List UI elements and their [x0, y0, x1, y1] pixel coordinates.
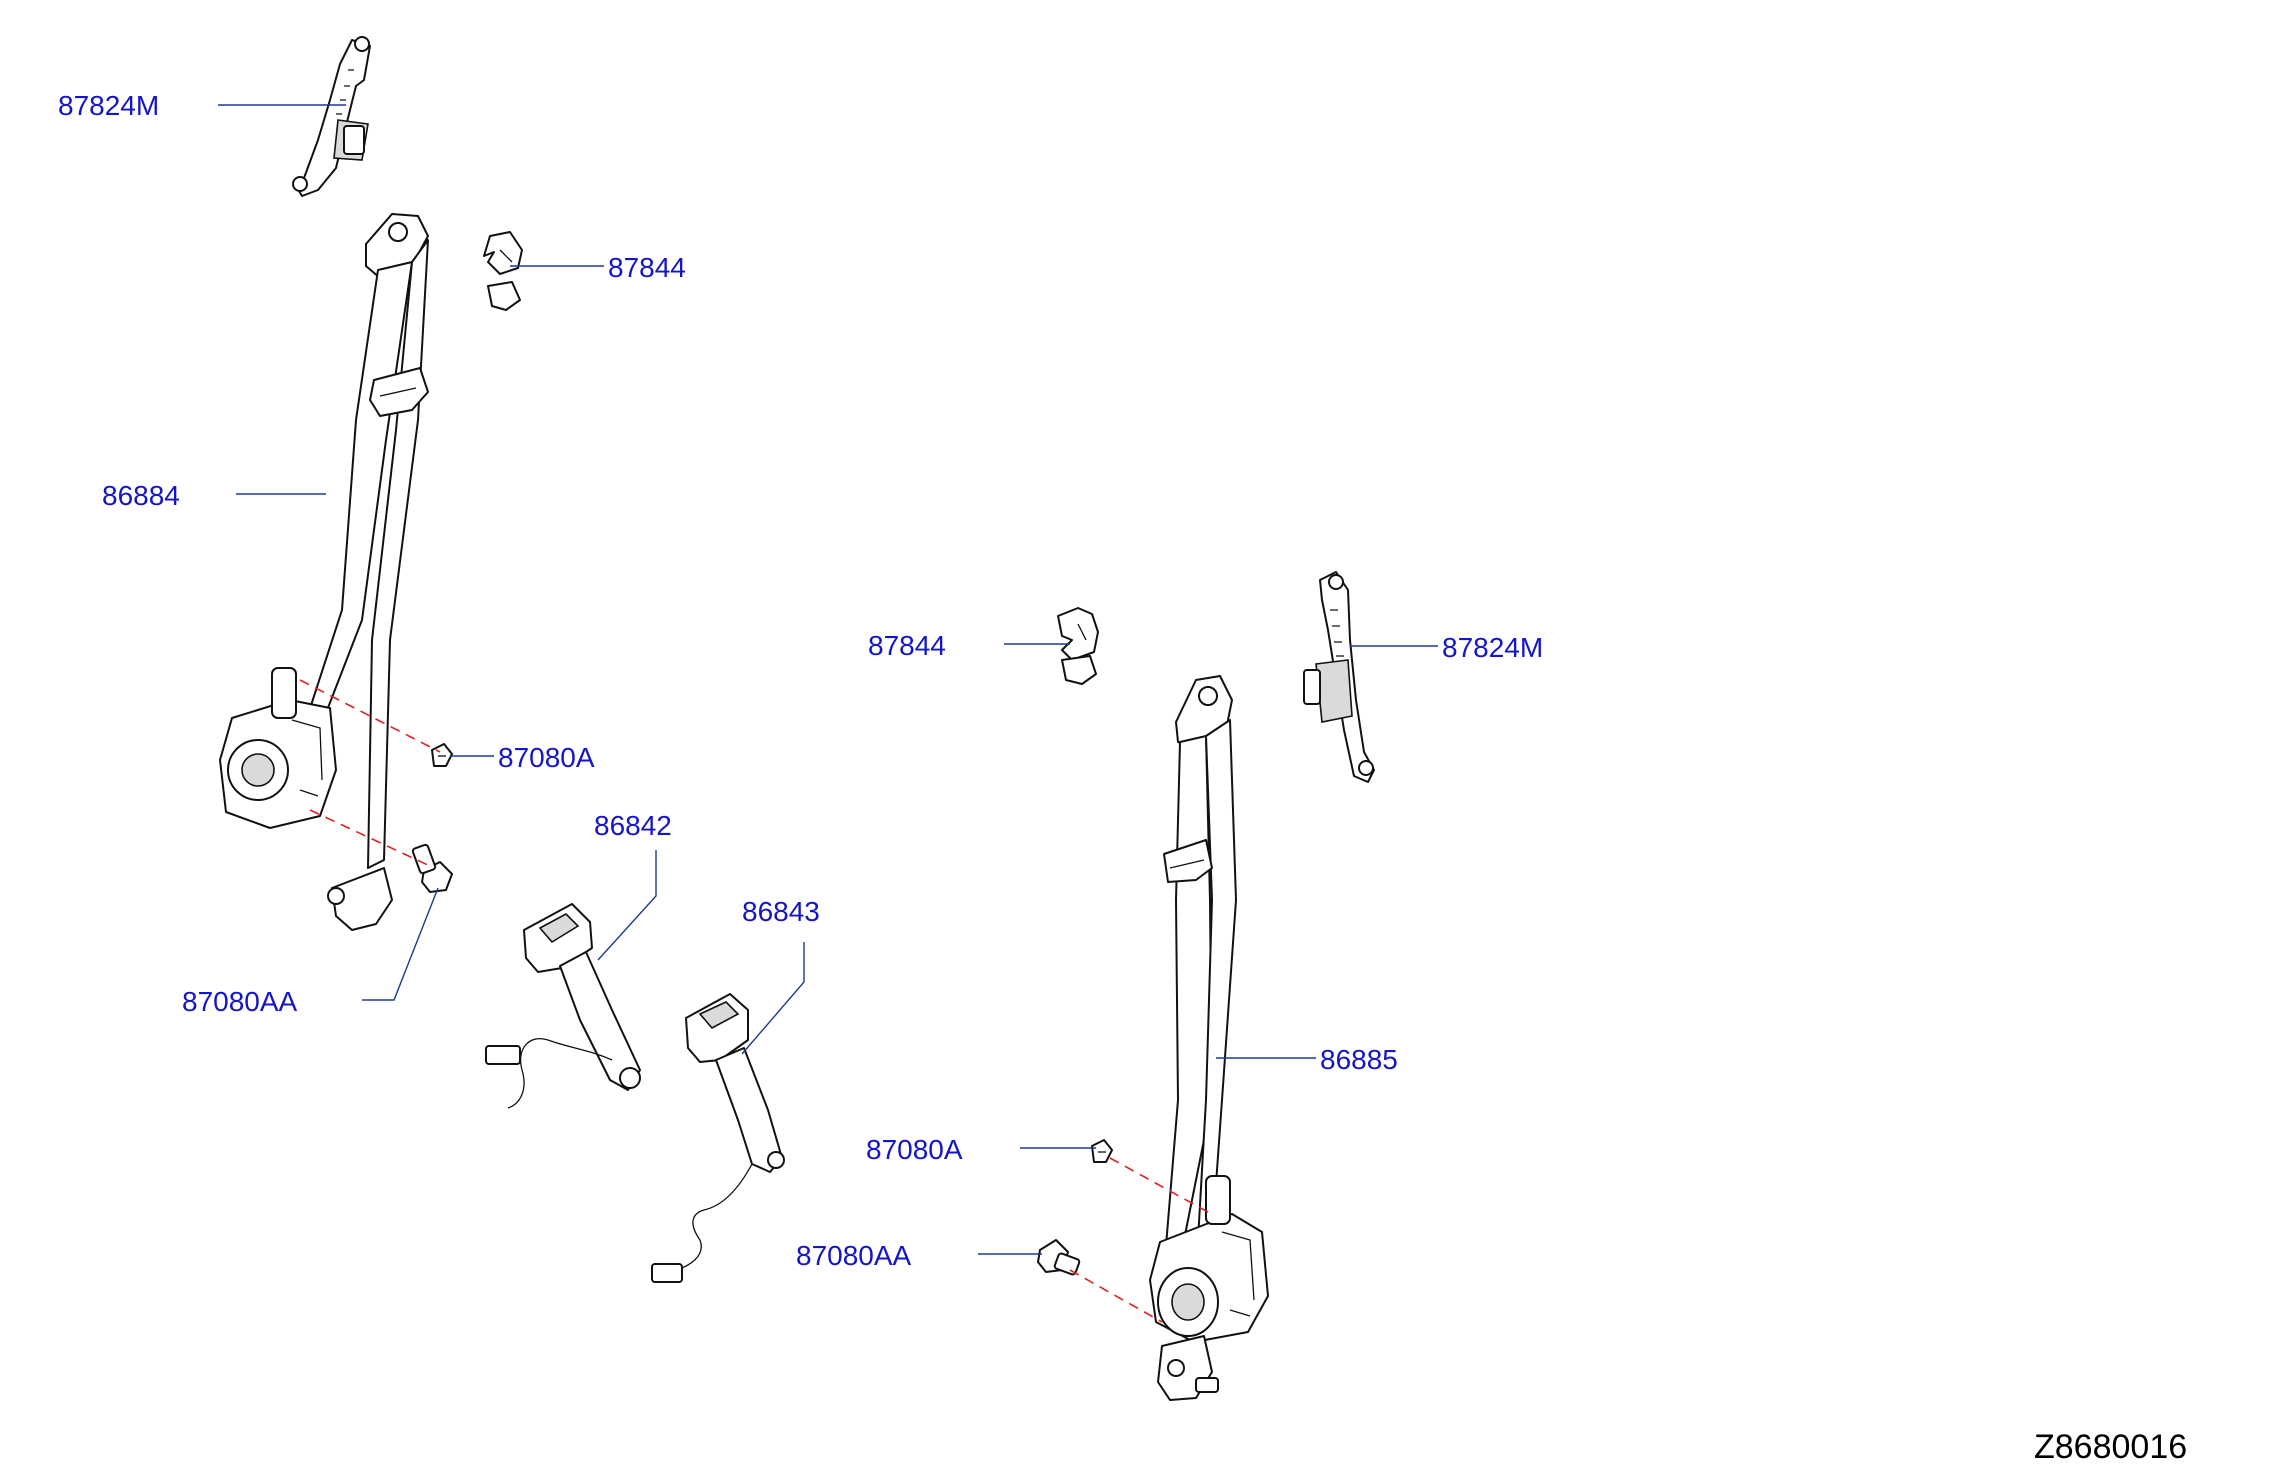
label-cover-upper-left: 87844 [608, 252, 686, 283]
label-bolt-large-right: 87080AA [796, 1240, 912, 1271]
guide-cover-upper-left [483, 231, 523, 311]
leader-bolt-large-left [362, 887, 439, 1001]
alignment-line-small-left [299, 679, 441, 753]
label-adjuster-upper-left: 87824M [58, 90, 160, 121]
height-adjuster-right [1303, 571, 1375, 783]
label-bolt-small-right: 87080A [866, 1134, 963, 1165]
bolt-large-left [411, 843, 453, 893]
buckle-left [485, 903, 641, 1109]
leader-buckle-right [741, 942, 805, 1055]
bolt-large-right [1037, 1239, 1081, 1276]
belt-assembly-right [1149, 675, 1269, 1401]
buckle-right [651, 993, 785, 1283]
leader-lines [218, 104, 1438, 1255]
alignment-lines [299, 679, 1209, 1323]
label-belt-assembly-right: 86885 [1320, 1044, 1398, 1075]
alignment-line-large-right [1069, 1269, 1163, 1323]
label-cover-right: 87844 [868, 630, 946, 661]
label-adjuster-right: 87824M [1442, 632, 1544, 663]
height-adjuster-upper-left [292, 36, 371, 197]
alignment-line-large-left [309, 809, 431, 867]
label-buckle-left: 86842 [594, 810, 672, 841]
belt-assembly-left [219, 213, 429, 931]
label-bolt-large-left: 87080AA [182, 986, 298, 1017]
label-buckle-right: 86843 [742, 896, 820, 927]
bolt-small-left [431, 743, 453, 767]
label-belt-assembly-left: 86884 [102, 480, 180, 511]
alignment-line-small-right [1109, 1157, 1209, 1213]
bolt-small-right [1091, 1139, 1113, 1163]
leader-buckle-left [597, 850, 657, 961]
label-bolt-small-left: 87080A [498, 742, 595, 773]
guide-cover-right [1057, 607, 1099, 685]
diagram-id: Z8680016 [2034, 1428, 2188, 1466]
